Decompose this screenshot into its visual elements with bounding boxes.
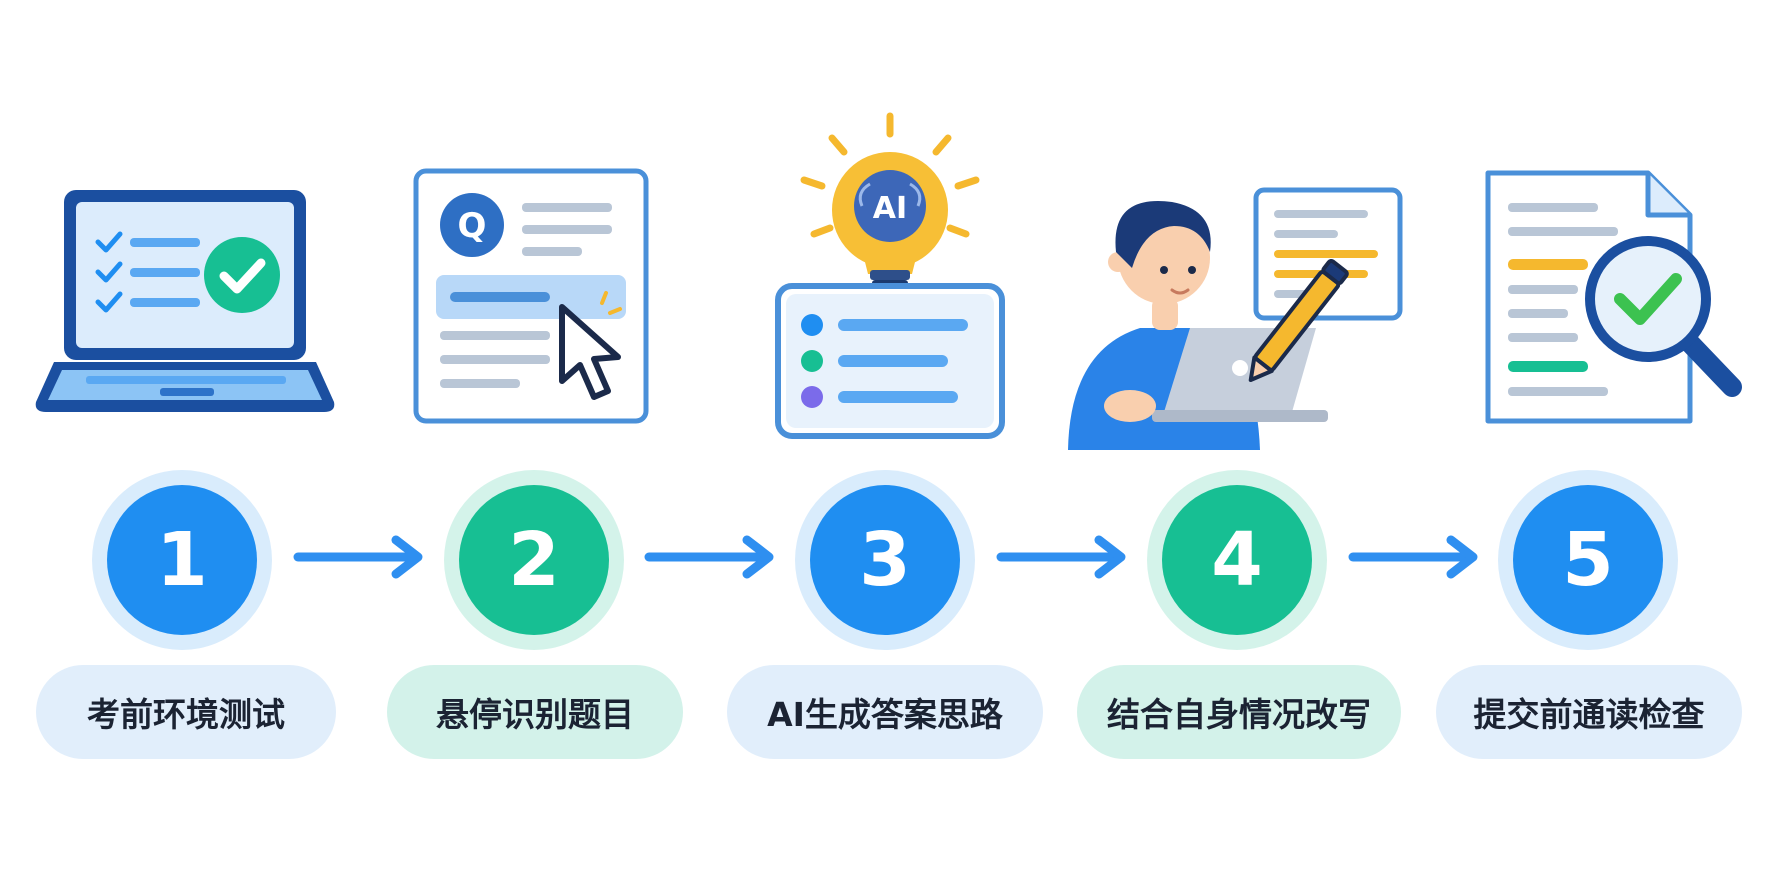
ai-lightbulb-icon: AI [775, 112, 1005, 439]
step-1-label: 考前环境测试 [36, 665, 336, 759]
step-4-circle: 4 [1147, 470, 1327, 650]
ai-badge-text: AI [873, 191, 907, 226]
step-3-label: AI生成答案思路 [727, 665, 1043, 759]
arrow-right-icon [1348, 535, 1478, 579]
step-3-number: 3 [810, 485, 960, 635]
step-5-number: 5 [1513, 485, 1663, 635]
arrow-right-icon [996, 535, 1126, 579]
document-magnifier-check-icon [1485, 170, 1742, 424]
step-2-label: 悬停识别题目 [387, 665, 683, 759]
question-badge-text: Q [458, 206, 487, 246]
question-document-cursor-icon: Q [413, 168, 649, 424]
step-3-circle: 3 [795, 470, 975, 650]
arrow-right-icon [644, 535, 774, 579]
step-5-circle: 5 [1498, 470, 1678, 650]
person-writing-icon [1068, 187, 1403, 450]
step-2-circle: 2 [444, 470, 624, 650]
step-4-number: 4 [1162, 485, 1312, 635]
step-1-circle: 1 [92, 470, 272, 650]
step-5-label: 提交前通读检查 [1436, 665, 1742, 759]
step-4-label: 结合自身情况改写 [1077, 665, 1401, 759]
laptop-checklist-icon [35, 190, 335, 412]
step-1-number: 1 [107, 485, 257, 635]
step-2-number: 2 [459, 485, 609, 635]
arrow-right-icon [293, 535, 423, 579]
